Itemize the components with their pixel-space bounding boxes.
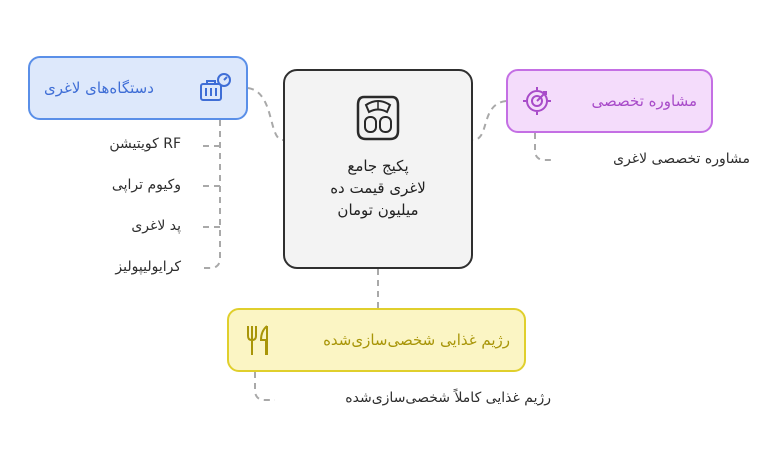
device-item-pad: پد لاغری [131, 218, 181, 234]
consult-label: مشاوره تخصصی [591, 92, 697, 110]
devices-node[interactable]: دستگاه‌های لاغری [28, 56, 248, 120]
scale-icon [354, 93, 402, 143]
connector-consult-item [534, 133, 555, 161]
device-item-cryo: کرایولیپولیز [115, 259, 181, 275]
target-icon [522, 86, 552, 116]
device-item-rf: RF کویتیشن [109, 136, 181, 152]
center-title-line: میلیون تومان [337, 201, 419, 219]
diet-item: رژیم غذایی کاملاً شخصی‌سازی‌شده [345, 390, 551, 406]
connector-devices-items [209, 120, 221, 269]
devices-label: دستگاه‌های لاغری [44, 79, 154, 97]
consult-item: مشاوره تخصصی لاغری [613, 151, 750, 167]
connector-consult-center [472, 100, 507, 141]
center-title: پکیج جامع لاغری قیمت ده میلیون تومان [313, 155, 443, 221]
device-item-vacuum: وکیوم تراپی [111, 177, 181, 193]
connector-diet-item [254, 372, 275, 401]
fork-knife-icon [243, 323, 273, 357]
center-title-line: لاغری قیمت ده [330, 179, 426, 197]
luggage-gauge-icon [198, 72, 232, 104]
connector-devices-center [247, 87, 284, 141]
center-title-line: پکیج جامع [347, 157, 409, 175]
center-node[interactable]: پکیج جامع لاغری قیمت ده میلیون تومان [283, 69, 473, 269]
consult-node[interactable]: مشاوره تخصصی [506, 69, 713, 133]
diet-label: رژیم غذایی شخصی‌سازی‌شده [323, 331, 510, 349]
diet-node[interactable]: رژیم غذایی شخصی‌سازی‌شده [227, 308, 526, 372]
